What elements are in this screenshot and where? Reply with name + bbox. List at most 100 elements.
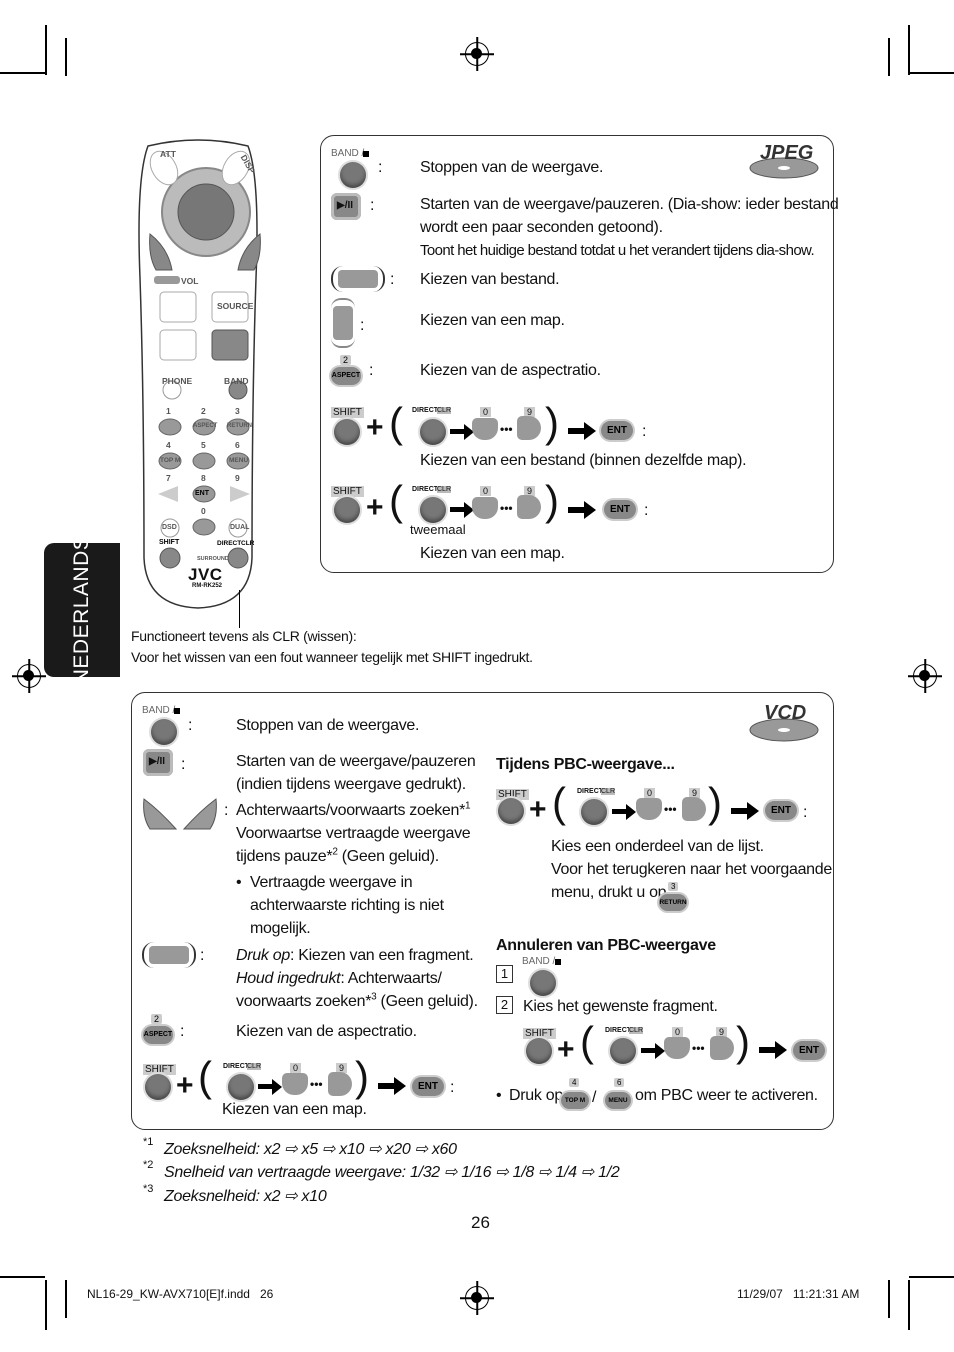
aspect-button-icon: ASPECT — [143, 1026, 173, 1044]
arrow-shaft — [258, 1084, 274, 1089]
shift-label: SHIFT — [496, 789, 529, 800]
zero-badge: 0 — [290, 1063, 302, 1073]
clr-label: CLR — [629, 1027, 644, 1034]
ellipsis-icon: ••• — [310, 1077, 323, 1091]
arrow-right-icon — [775, 1041, 787, 1059]
direct-button-icon — [581, 799, 607, 825]
clr-label: CLR — [437, 486, 452, 493]
vcd-colon: : — [450, 1079, 455, 1096]
remote-shift-label: SHIFT — [159, 539, 180, 546]
nine-badge: 9 — [336, 1063, 348, 1073]
arrow-right-icon — [626, 804, 636, 820]
jpeg-row7-text: Kiezen van een map. — [420, 545, 565, 562]
down-button-icon — [472, 497, 498, 519]
page-number: 26 — [471, 1213, 490, 1232]
registration-mark — [465, 42, 489, 66]
shift-button-icon — [334, 419, 360, 445]
crop-mark — [0, 72, 45, 74]
aspect-number-badge: 2 — [340, 355, 352, 365]
pbc-line3: menu, drukt u op — [551, 884, 667, 901]
vcd-bullet-text: Vertraagde weergave in achterwaarste ric… — [250, 871, 444, 940]
jpeg-colon: : — [360, 317, 365, 334]
remote-source-label: SOURCE — [217, 301, 254, 311]
ellipsis-icon: ••• — [500, 501, 513, 515]
arrow-right-icon — [272, 1079, 282, 1095]
remote-num7: 7 — [166, 473, 171, 483]
remote-num6: 6 — [235, 440, 240, 450]
open-paren-icon: ( — [389, 477, 403, 524]
right-button-icon — [517, 416, 541, 440]
pbc-line2: Voor het terugkeren naar het voorgaande — [551, 861, 832, 878]
vcd-left-row3-line3b: (Geen geluid). — [337, 848, 440, 865]
footnote-2: Snelheid van vertraagde weergave: 1/32 ⇨… — [164, 1164, 620, 1181]
open-paren-icon: ( — [198, 1053, 212, 1100]
nine-badge: 9 — [689, 788, 701, 798]
vcd-left-row4: Druk op: Kiezen van een fragment. Houd i… — [236, 944, 478, 1013]
vcd-left-row4-line3b: (Geen geluid). — [376, 993, 479, 1010]
callout-line1: Functioneert tevens als CLR (wissen): — [131, 628, 357, 644]
shift-label: SHIFT — [331, 407, 364, 418]
vcd-left-row4-line3a: voorwaarts zoeken* — [236, 993, 372, 1010]
close-paren-icon: ) — [736, 1018, 750, 1065]
vcd-band-label: BAND / — [522, 956, 556, 967]
jpeg-colon: : — [378, 159, 383, 176]
footnote-1: Zoeksnelheid: x2 ⇨ x5 ⇨ x10 ⇨ x20 ⇨ x60 — [164, 1141, 457, 1158]
clr-label: CLR — [437, 407, 452, 414]
crop-mark — [65, 38, 67, 76]
vcd-left-row2: Starten van de weergave/pauzeren (indien… — [236, 750, 476, 796]
crop-mark — [908, 25, 910, 75]
jpeg-logo: JPEG — [748, 140, 820, 180]
zero-badge: 0 — [644, 788, 656, 798]
remote-dsd-label: DSD — [162, 524, 177, 531]
crop-mark — [45, 1280, 47, 1330]
vcd-left-row4-line2b: : Achterwaarts/ — [340, 970, 442, 987]
jpeg-section-box — [320, 135, 834, 573]
arrow-right-icon — [747, 802, 759, 820]
aspect-number-badge: 2 — [151, 1014, 163, 1024]
vcd-left-row6: Kiezen van een map. — [222, 1101, 367, 1118]
direct-label: DIRECT — [605, 1027, 632, 1034]
registration-mark — [465, 1286, 489, 1310]
vcd-colon: : — [188, 717, 193, 734]
clr-label: CLR — [601, 788, 616, 795]
crop-mark — [888, 1280, 890, 1318]
footer-filename: NL16-29_KW-AVX710[E]f.indd 26 — [87, 1287, 274, 1301]
language-tab-label: NEDERLANDS — [70, 535, 93, 685]
jpeg-row3-text: Kiezen van bestand. — [420, 271, 560, 288]
remote-direct-label: DIRECT — [217, 540, 242, 547]
arrow-shaft — [731, 808, 749, 814]
footnote-mark-1: *1 — [143, 1136, 154, 1148]
close-paren-icon: ) — [545, 477, 559, 524]
vcd-left-row2-line1: Starten van de weergave/pauzeren — [236, 753, 476, 770]
jpeg-row2-line3: Toont het huidige bestand totdat u het v… — [420, 242, 815, 259]
vcd-colon: : — [224, 802, 229, 819]
down-button-icon — [636, 798, 662, 820]
direct-button-icon — [420, 419, 446, 445]
shift-button-icon — [145, 1074, 171, 1100]
crop-mark — [45, 25, 47, 75]
vcd-left-row4-line1b: : Kiezen van een fragment. — [289, 947, 474, 964]
ent-button-icon: ENT — [412, 1077, 444, 1096]
ellipsis-icon: ••• — [664, 802, 677, 816]
zero-badge: 0 — [480, 486, 492, 496]
remote-surround-label: SURROUND — [197, 556, 229, 562]
ellipsis-icon: ••• — [500, 422, 513, 436]
vcd-logo-text: VCD — [764, 702, 807, 724]
jpeg-colon: : — [642, 423, 647, 440]
vcd-colon: : — [803, 804, 808, 821]
shift-button-icon — [526, 1038, 552, 1064]
seek-buttons-icon — [143, 798, 217, 830]
shift-button-icon — [498, 798, 524, 824]
plus-icon: + — [557, 1033, 575, 1066]
ent-button-icon: ENT — [601, 421, 633, 440]
open-paren-icon: ( — [389, 399, 403, 446]
step-2-text: Kies het gewenste fragment. — [523, 998, 718, 1015]
registration-mark — [913, 664, 937, 688]
left-right-button-icon — [142, 942, 196, 968]
vcd-bullet: • — [496, 1087, 502, 1104]
close-paren-icon: ) — [545, 399, 559, 446]
crop-mark — [65, 1280, 67, 1318]
direct-label: DIRECT — [412, 407, 439, 414]
direct-button-icon — [228, 1074, 254, 1100]
registration-mark — [17, 664, 41, 688]
